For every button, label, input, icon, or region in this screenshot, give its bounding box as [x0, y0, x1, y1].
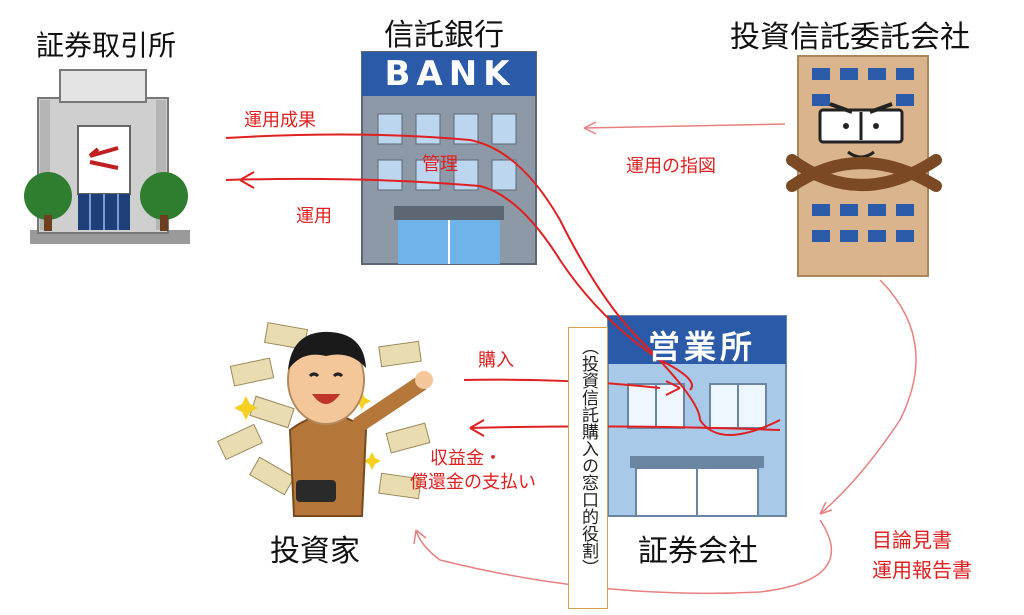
- label-management: 管理: [422, 154, 458, 175]
- label-operation-instruction: 運用の指図: [626, 156, 716, 177]
- label-operation-results: 運用成果: [244, 110, 316, 131]
- securities-company-title: 証券会社: [638, 534, 758, 569]
- window-role-text: （投資信託購入の窓口的役割）: [578, 338, 598, 576]
- label-payout-line1: 収益金・: [430, 448, 502, 469]
- sales-office-sign: 営業所: [647, 328, 756, 366]
- label-operation-report: 運用報告書: [872, 558, 972, 582]
- trust-bank-title: 信託銀行: [384, 18, 504, 53]
- label-payout-line2: 償還金の支払い: [410, 472, 536, 493]
- bank-sign: BANK: [384, 54, 516, 94]
- securities-company-illustration: [607, 315, 787, 517]
- flow-lines: [225, 133, 781, 437]
- investor-title: 投資家: [270, 534, 360, 569]
- management-company-title: 投資信託委託会社: [730, 20, 970, 55]
- stock-exchange-illustration: [24, 69, 190, 244]
- label-purchase: 購入: [478, 350, 514, 371]
- label-prospectus: 目論見書: [872, 528, 952, 552]
- stock-exchange-title: 証券取引所: [36, 29, 177, 62]
- management-company-illustration: [786, 55, 942, 277]
- trust-bank-illustration: [361, 51, 537, 265]
- label-operation: 運用: [296, 206, 332, 227]
- investor-illustration: [216, 322, 433, 517]
- window-role-box: （投資信託購入の窓口的役割）: [568, 327, 608, 609]
- thin-flow-lines: [413, 121, 917, 595]
